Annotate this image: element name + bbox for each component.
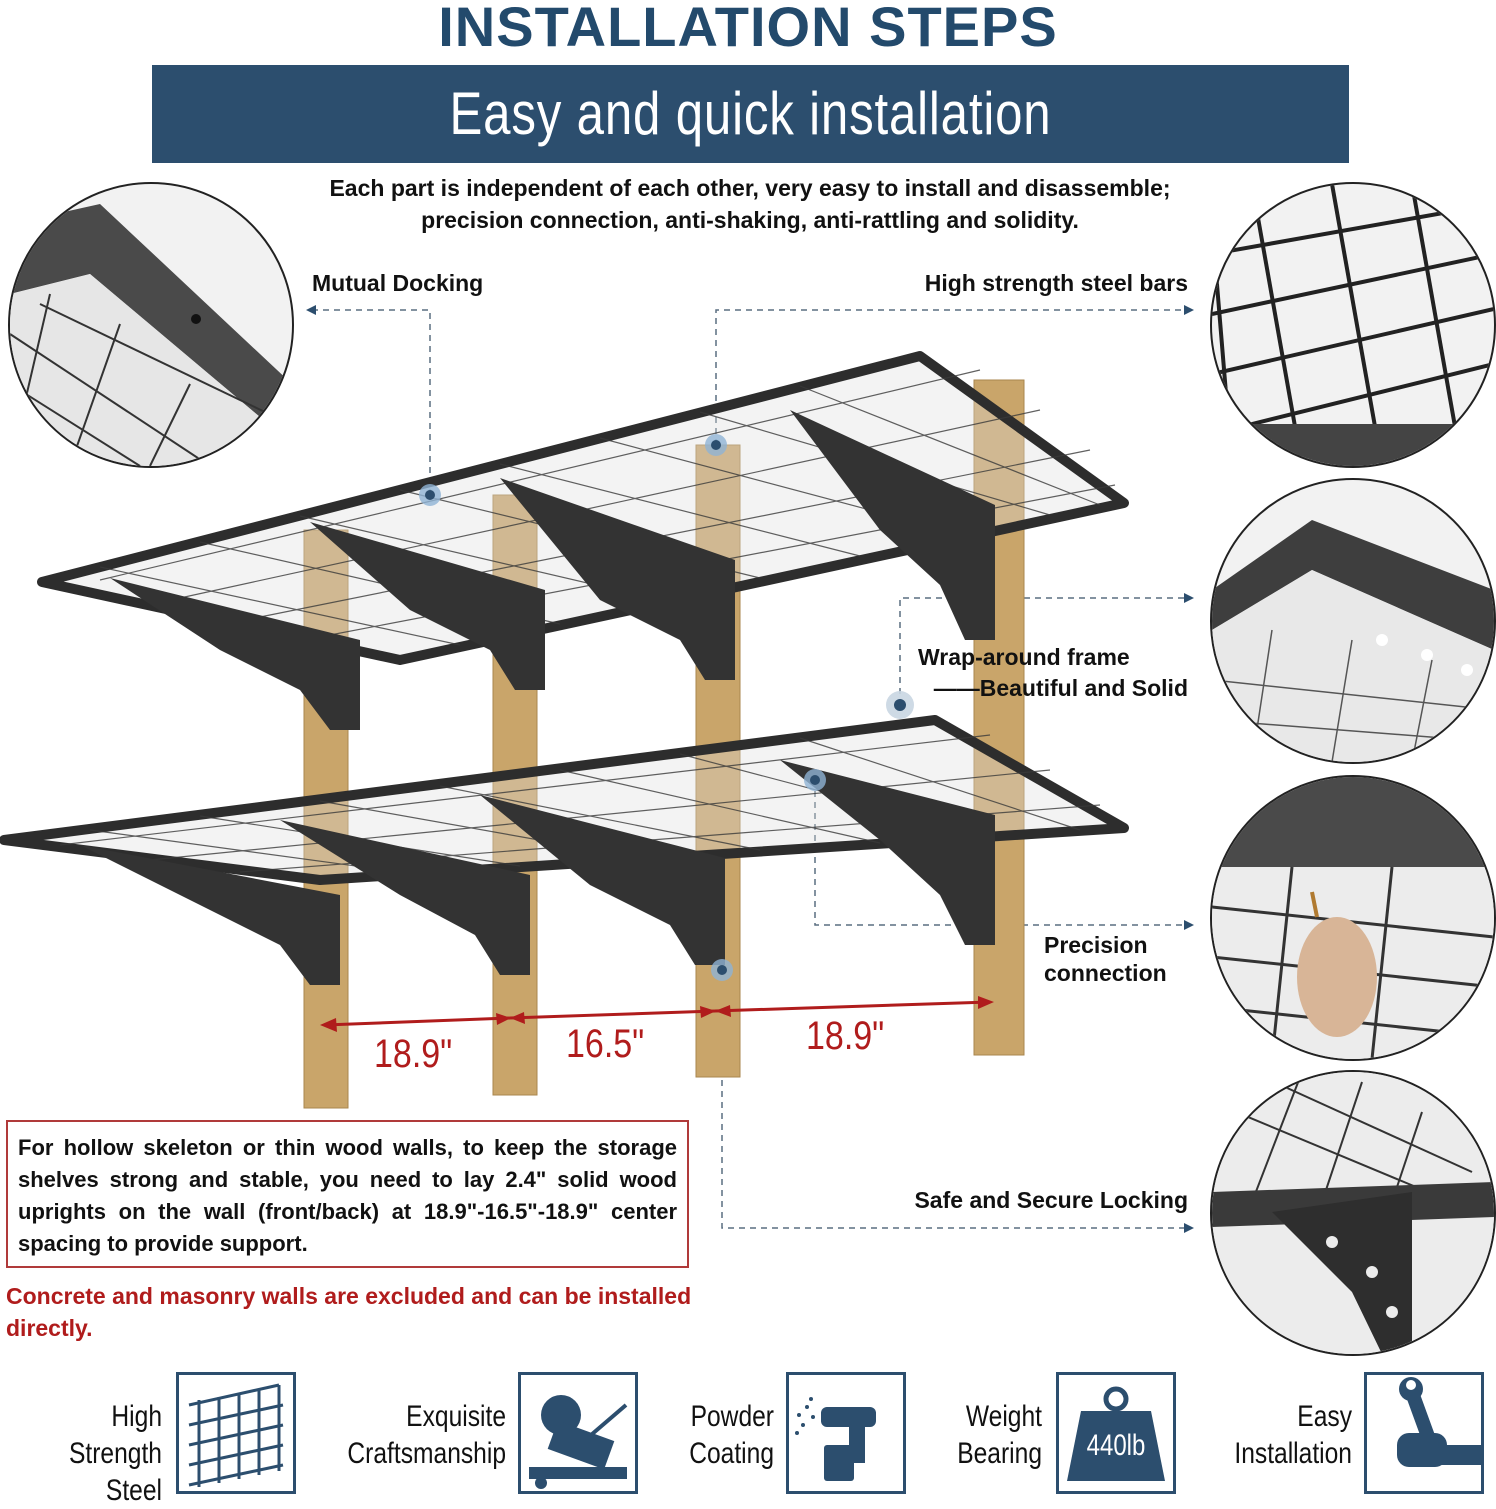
- callout-wrap-frame-2: ——Beautiful and Solid: [933, 675, 1188, 701]
- intro-text: Each part is independent of each other, …: [150, 172, 1350, 236]
- dimension-label-3: 18.9": [806, 1014, 885, 1058]
- weight-icon-text: 440lb: [1086, 1429, 1146, 1462]
- callout-precision-2: connection: [1044, 960, 1167, 986]
- feature-label-4: Weight Bearing: [926, 1398, 1042, 1472]
- leader-wrap-frame: [899, 597, 1190, 705]
- leader-locking: [721, 970, 1190, 1229]
- detail-circle-steel-bars: [1210, 182, 1496, 468]
- detail-circle-docking: [8, 182, 294, 468]
- callout-steel-bars: High strength steel bars: [924, 270, 1188, 296]
- feature-label-1: High Strength Steel: [29, 1398, 162, 1509]
- leader-steel-bars: [715, 309, 1190, 445]
- callout-mutual-docking: Mutual Docking: [312, 270, 484, 296]
- leader-arrows: [306, 305, 1194, 1233]
- banner: Easy and quick installation: [152, 65, 1349, 163]
- feature-5-line1: Easy: [1297, 1400, 1352, 1433]
- dimension-label-2: 16.5": [566, 1022, 645, 1066]
- concrete-note: Concrete and masonry walls are excluded …: [6, 1283, 692, 1341]
- feature-1-line2: Steel: [105, 1474, 162, 1507]
- detail-circle-locking: [1210, 1070, 1496, 1356]
- banner-text: Easy and quick installation: [449, 80, 1052, 147]
- steel-grid-icon: [176, 1372, 296, 1494]
- spray-gun-icon: [786, 1372, 906, 1494]
- page-title: INSTALLATION STEPS: [438, 0, 1058, 58]
- detail-circle-wrap-frame: [1210, 478, 1496, 764]
- callout-wrap-frame-1: Wrap-around frame: [918, 644, 1130, 670]
- intro-line-1: Each part is independent of each other, …: [329, 175, 1171, 201]
- feature-3-line2: Coating: [689, 1437, 774, 1470]
- feature-3-line1: Powder: [690, 1400, 774, 1433]
- bottom-shelf: [0, 715, 1129, 985]
- feature-strip: High Strength Steel Exquisite Craftsmans…: [0, 1370, 1496, 1507]
- dimension-label-1: 18.9": [374, 1032, 453, 1076]
- intro-line-2: precision connection, anti-shaking, anti…: [421, 207, 1079, 233]
- callout-precision-1: Precision: [1044, 932, 1148, 958]
- feature-4-line2: Bearing: [957, 1437, 1042, 1470]
- detail-circle-precision: [1210, 775, 1496, 1061]
- upright-1: [303, 529, 349, 1109]
- marker-dots: [419, 434, 914, 981]
- callout-locking: Safe and Secure Locking: [914, 1187, 1188, 1213]
- feature-label-5: Easy Installation: [1219, 1398, 1352, 1472]
- feature-label-3: Powder Coating: [664, 1398, 774, 1472]
- wrench-hand-icon: [1364, 1372, 1484, 1494]
- feature-4-line1: Weight: [965, 1400, 1042, 1433]
- feature-label-2: Exquisite Craftsmanship: [337, 1398, 506, 1472]
- welder-icon: [518, 1372, 638, 1494]
- feature-1-line1: High Strength: [68, 1400, 162, 1470]
- weight-icon: 440lb: [1056, 1372, 1176, 1494]
- feature-2-line2: Craftsmanship: [347, 1437, 506, 1470]
- feature-2-line1: Exquisite: [406, 1400, 506, 1433]
- leader-mutual-docking: [312, 309, 431, 495]
- top-brackets: [110, 410, 995, 730]
- top-shelf: [37, 351, 1129, 730]
- dimension-arrows: [320, 996, 994, 1032]
- feature-5-line2: Installation: [1234, 1437, 1352, 1470]
- note-box: For hollow skeleton or thin wood walls, …: [6, 1120, 689, 1268]
- bottom-brackets: [80, 760, 995, 985]
